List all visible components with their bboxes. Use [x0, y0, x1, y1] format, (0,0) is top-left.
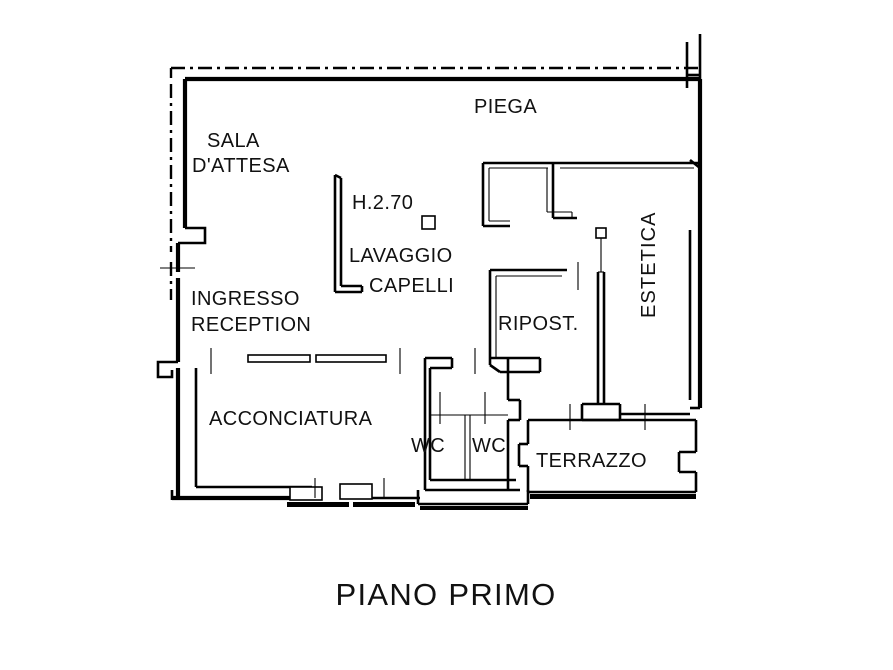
- terrazzo-walls: [517, 418, 698, 499]
- room-label-wc-left: WC: [411, 435, 445, 457]
- sill-bar: [420, 506, 528, 510]
- room-label-sala-attesa-line1: SALA: [207, 130, 260, 152]
- annotation-ceiling-height: H.2.70: [352, 192, 413, 214]
- square-fixture-icon: [421, 215, 436, 230]
- room-label-group: PIEGA SALA D'ATTESA LAVAGGIO CAPELLI ING…: [191, 96, 660, 472]
- sill-bar: [287, 502, 349, 507]
- room-label-sala-attesa-line2: D'ATTESA: [192, 155, 290, 177]
- room-label-lavaggio-line2: CAPELLI: [369, 275, 454, 297]
- ripost-enclosure: [488, 262, 579, 374]
- room-label-estetica: ESTETICA: [638, 211, 660, 318]
- bottom-window-sills-left: [287, 478, 420, 507]
- lavaggio-partition: [333, 173, 364, 294]
- outer-perimeter-wall: [156, 76, 703, 501]
- room-label-ingresso-line1: INGRESSO: [191, 288, 300, 310]
- room-label-wc-right: WC: [472, 435, 506, 457]
- room-label-piega: PIEGA: [474, 96, 537, 118]
- estetica-walls: [569, 222, 703, 430]
- counter-benches: [210, 348, 476, 374]
- counter-bench: [315, 354, 387, 363]
- room-label-acconciatura: ACCONCIATURA: [209, 408, 373, 430]
- room-label-ingresso-line2: RECEPTION: [191, 314, 311, 336]
- annotation-group: H.2.70: [352, 192, 436, 230]
- room-label-ripost: RIPOST.: [498, 313, 579, 335]
- wc-block: [416, 356, 530, 510]
- piega-partitions: [481, 158, 701, 228]
- sill-bar: [530, 494, 696, 499]
- window-recess: [339, 483, 373, 500]
- sill-bar: [353, 502, 415, 507]
- page-title: PIANO PRIMO: [336, 577, 557, 612]
- room-label-lavaggio-line1: LAVAGGIO: [349, 245, 453, 267]
- counter-bench: [247, 354, 311, 363]
- column-marker: [595, 227, 607, 239]
- room-label-terrazzo: TERRAZZO: [536, 450, 647, 472]
- window-recess: [289, 486, 323, 501]
